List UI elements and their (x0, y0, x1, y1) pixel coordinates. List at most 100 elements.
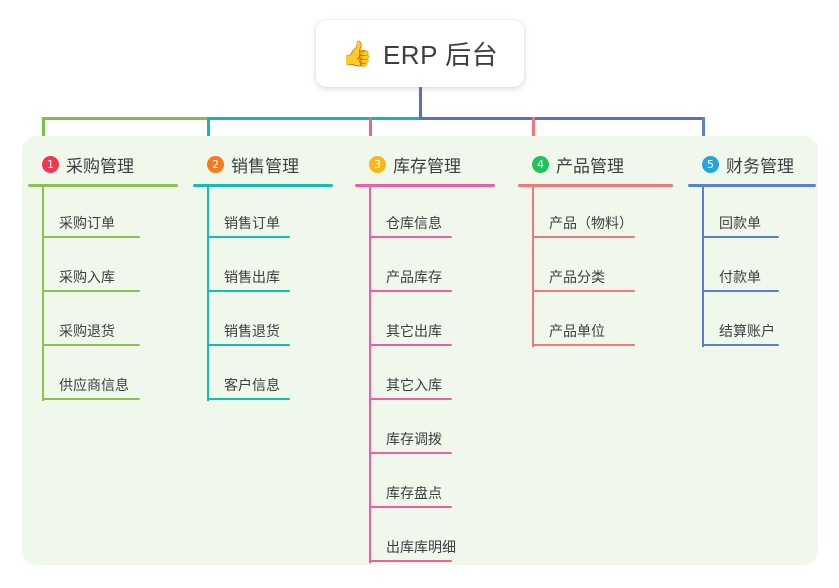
list-item[interactable]: 产品（物料） (518, 187, 673, 241)
list-item[interactable]: 采购退货 (28, 295, 178, 349)
branches-panel (22, 136, 818, 565)
branch-items-5: 回款单付款单结算账户 (688, 187, 816, 349)
branch-item-rule (370, 560, 452, 562)
branch-spine-5 (702, 187, 704, 347)
branch-header-2[interactable]: 2 销售管理 (193, 150, 333, 178)
branch-item-label: 产品（物料） (549, 215, 633, 231)
branch-title-rule-5 (688, 184, 816, 187)
trunk-segment-3 (419, 117, 705, 120)
branch-item-rule (370, 452, 452, 454)
branch-column-5: 5 财务管理回款单付款单结算账户 (688, 150, 816, 349)
branch-column-3: 3 库存管理仓库信息产品库存其它出库其它入库库存调拨库存盘点出库库明细 (355, 150, 495, 565)
branch-item-rule (533, 236, 635, 238)
branch-item-label: 出库库明细 (386, 539, 456, 555)
branch-header-1[interactable]: 1 采购管理 (28, 150, 178, 178)
branch-item-label: 库存盘点 (386, 485, 442, 501)
list-item[interactable]: 销售订单 (193, 187, 333, 241)
branch-item-label: 产品库存 (386, 269, 442, 285)
list-item[interactable]: 仓库信息 (355, 187, 495, 241)
branch-spine-1 (42, 187, 44, 401)
list-item[interactable]: 销售出库 (193, 241, 333, 295)
branch-item-rule (208, 344, 290, 346)
list-item[interactable]: 产品库存 (355, 241, 495, 295)
branch-spine-4 (532, 187, 534, 347)
list-item[interactable]: 其它出库 (355, 295, 495, 349)
root-node-title: ERP 后台 (382, 40, 499, 70)
branch-item-label: 销售退货 (224, 323, 280, 339)
branch-title-3: 库存管理 (393, 156, 461, 176)
branch-title-rule-3 (355, 184, 495, 187)
branch-title-4: 产品管理 (556, 156, 624, 176)
branch-item-label: 供应商信息 (59, 377, 129, 393)
trunk-segment-1 (42, 117, 207, 120)
branch-item-label: 客户信息 (224, 377, 280, 393)
branch-title-rule-4 (518, 184, 673, 187)
branch-index-badge-5: 5 (702, 155, 719, 173)
branch-title-2: 销售管理 (231, 156, 299, 176)
branch-header-5[interactable]: 5 财务管理 (688, 150, 816, 178)
list-item[interactable]: 产品单位 (518, 295, 673, 349)
branch-item-rule (43, 290, 140, 292)
branch-items-3: 仓库信息产品库存其它出库其它入库库存调拨库存盘点出库库明细 (355, 187, 495, 565)
branch-item-label: 结算账户 (719, 323, 775, 339)
branch-header-3[interactable]: 3 库存管理 (355, 150, 495, 178)
branch-spine-3 (369, 187, 371, 563)
branch-item-label: 回款单 (719, 215, 761, 231)
list-item[interactable]: 库存盘点 (355, 457, 495, 511)
list-item[interactable]: 产品分类 (518, 241, 673, 295)
branch-item-rule (43, 398, 140, 400)
branch-title-rule-1 (28, 184, 178, 187)
root-node-card[interactable]: 👍 ERP 后台 (316, 20, 524, 87)
trunk-segment-2 (207, 117, 422, 120)
branch-index-badge-3: 3 (369, 155, 386, 173)
branch-column-1: 1 采购管理采购订单采购入库采购退货供应商信息 (28, 150, 178, 403)
branch-item-rule (703, 236, 779, 238)
branch-column-4: 4 产品管理产品（物料） 产品分类产品单位 (518, 150, 673, 349)
branch-item-label: 采购退货 (59, 323, 115, 339)
branch-item-label: 付款单 (719, 269, 761, 285)
branch-items-4: 产品（物料） 产品分类产品单位 (518, 187, 673, 349)
branch-index-badge-4: 4 (532, 155, 549, 173)
branch-item-label: 仓库信息 (386, 215, 442, 231)
list-item[interactable]: 回款单 (688, 187, 816, 241)
branch-column-2: 2 销售管理销售订单销售出库销售退货客户信息 (193, 150, 333, 403)
branch-item-rule (208, 398, 290, 400)
branch-item-rule (43, 236, 140, 238)
list-item[interactable]: 供应商信息 (28, 349, 178, 403)
branch-title-rule-2 (193, 184, 333, 187)
branch-title-1: 采购管理 (66, 156, 134, 176)
branch-item-label: 销售订单 (224, 215, 280, 231)
branch-title-5: 财务管理 (726, 156, 794, 176)
list-item[interactable]: 结算账户 (688, 295, 816, 349)
branch-item-label: 采购入库 (59, 269, 115, 285)
branch-item-rule (533, 344, 635, 346)
list-item[interactable]: 客户信息 (193, 349, 333, 403)
branch-index-badge-1: 1 (42, 155, 59, 173)
branch-items-1: 采购订单采购入库采购退货供应商信息 (28, 187, 178, 403)
branch-item-rule (703, 290, 779, 292)
list-item[interactable]: 采购入库 (28, 241, 178, 295)
list-item[interactable]: 采购订单 (28, 187, 178, 241)
thumbs-up-icon: 👍 (341, 40, 373, 68)
branch-item-rule (370, 290, 452, 292)
list-item[interactable]: 付款单 (688, 241, 816, 295)
list-item[interactable]: 库存调拨 (355, 403, 495, 457)
list-item[interactable]: 出库库明细 (355, 511, 495, 565)
branch-item-rule (370, 236, 452, 238)
root-trunk-line (419, 87, 422, 120)
branch-items-2: 销售订单销售出库销售退货客户信息 (193, 187, 333, 403)
branch-item-label: 库存调拨 (386, 431, 442, 447)
branch-item-rule (208, 236, 290, 238)
branch-index-badge-2: 2 (207, 155, 224, 173)
branch-item-rule (370, 398, 452, 400)
branch-item-label: 产品单位 (549, 323, 605, 339)
branch-item-rule (43, 344, 140, 346)
branch-item-rule (703, 344, 779, 346)
list-item[interactable]: 销售退货 (193, 295, 333, 349)
branch-header-4[interactable]: 4 产品管理 (518, 150, 673, 178)
list-item[interactable]: 其它入库 (355, 349, 495, 403)
branch-item-label: 其它入库 (386, 377, 442, 393)
branch-item-label: 采购订单 (59, 215, 115, 231)
branch-item-rule (370, 506, 452, 508)
